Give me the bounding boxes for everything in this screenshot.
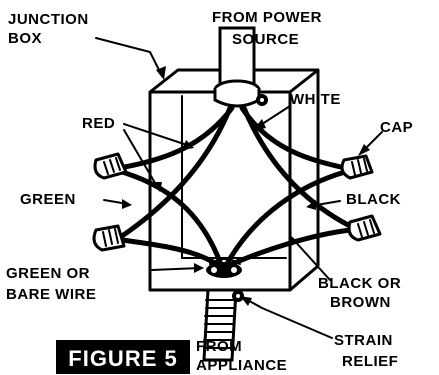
label-strain-relief-line2: RELIEF — [342, 353, 398, 370]
wire-red-top — [117, 105, 235, 171]
leader-lines — [95, 37, 383, 339]
wire-green-top — [119, 105, 233, 239]
wire-cap-lower-right — [347, 214, 382, 242]
label-red: RED — [82, 115, 115, 132]
wire-white-bottom — [225, 169, 348, 265]
label-from-power-line1: FROM POWER — [212, 9, 322, 26]
figure-badge-text: FIGURE 5 — [68, 346, 177, 371]
label-from-appliance-line1: FROM — [196, 338, 242, 355]
label-black-or-line1: BLACK OR — [318, 275, 401, 292]
label-strain-relief-line1: STRAIN — [334, 332, 393, 349]
label-white: WHITE — [290, 91, 341, 108]
wire-black-bottom — [229, 227, 353, 267]
wire-cap-upper-left — [93, 152, 128, 180]
wire-cap-upper-right — [340, 154, 374, 180]
label-green-or-line1: GREEN OR — [6, 265, 90, 282]
power-conduit — [213, 26, 268, 108]
wire-cap-lower-left — [92, 224, 126, 252]
label-cap: CAP — [380, 119, 413, 136]
wire-black-top — [241, 105, 353, 229]
label-black: BLACK — [346, 191, 401, 208]
wire-red-bottom — [119, 169, 223, 265]
label-junction-box-line1: JUNCTION — [8, 11, 89, 28]
label-junction-box-line2: BOX — [8, 30, 42, 47]
label-black-or-line2: BROWN — [330, 294, 391, 311]
wires — [117, 105, 353, 267]
label-green-or-line2: BARE WIRE — [6, 286, 96, 303]
figure-badge: FIGURE 5 — [56, 340, 190, 374]
appliance-conduit — [202, 288, 244, 362]
label-from-appliance-line2: APPLIANCE — [196, 357, 287, 374]
label-green: GREEN — [20, 191, 76, 208]
wire-green-bottom — [119, 237, 219, 267]
label-from-power-line2: SOURCE — [232, 31, 299, 48]
